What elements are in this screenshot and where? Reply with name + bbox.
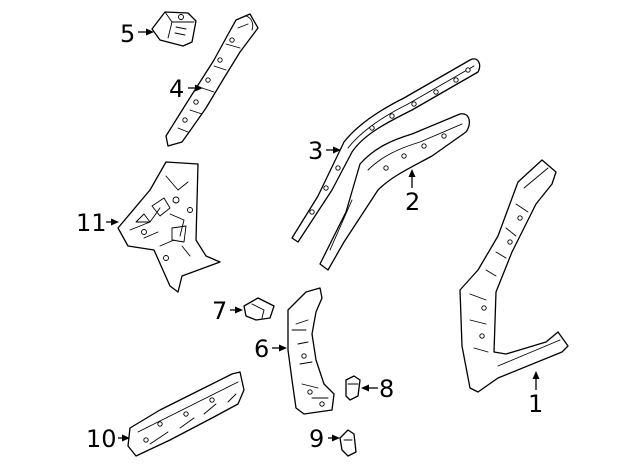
callout-labels: 5 4 3 2 11 7 6 8 9 10 1 [76,20,543,453]
callout-8: 8 [379,375,394,403]
callout-1: 1 [528,390,543,418]
part-6-lower-pillar [287,287,335,415]
part-8-clip [345,375,361,401]
leader-6 [272,344,287,352]
part-9-bracket [339,429,357,457]
part-4-pillar-reinforcement [165,13,259,147]
leader-9 [328,434,340,442]
leader-4 [188,84,203,92]
callout-4: 4 [169,75,184,103]
leader-1 [532,371,540,390]
callout-11: 11 [76,209,107,237]
part-2-roof-rail-inner [319,113,471,271]
leader-7 [230,306,243,314]
part-5-bracket [151,11,197,47]
leader-lines [106,28,540,442]
part-1-body-pillar [459,159,569,393]
callout-5: 5 [120,20,135,48]
callout-10: 10 [86,425,117,453]
leader-8 [361,384,378,392]
part-7-clip [243,297,275,321]
part-3-roof-rail [291,58,481,243]
callout-6: 6 [254,335,269,363]
leader-3 [326,146,341,154]
part-10-sill-reinforcement [127,371,245,457]
leader-11 [106,218,119,226]
leader-2 [408,169,416,188]
part-11-quarter-inner [117,161,221,293]
leader-10 [118,434,130,442]
callout-2: 2 [405,188,420,216]
callout-3: 3 [308,137,323,165]
callout-9: 9 [309,425,324,453]
leader-5 [138,28,154,36]
callout-7: 7 [212,297,227,325]
